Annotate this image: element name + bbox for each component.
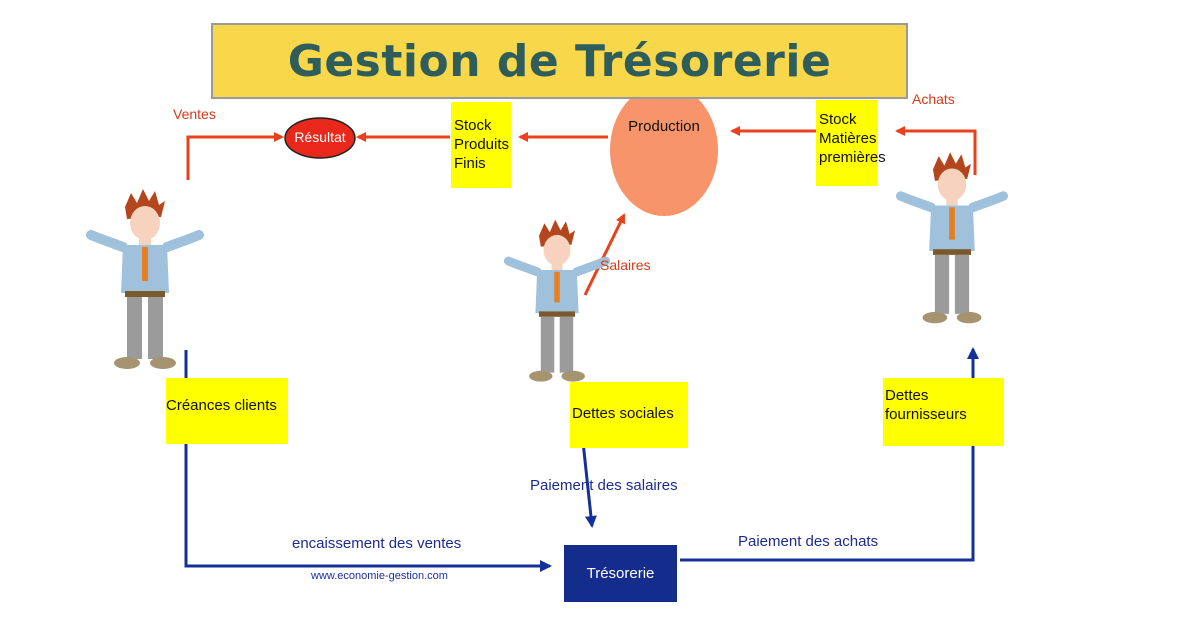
- stock-produits-finis-line-1: Stock: [454, 117, 492, 134]
- resultat-node: [284, 117, 356, 159]
- production-label: Production: [628, 118, 700, 135]
- paiement-salaires-label: Paiement des salaires: [530, 477, 678, 494]
- stock-matieres-box: Stock Matières premières: [816, 100, 886, 186]
- title-banner: Gestion de Trésorerie: [211, 23, 908, 99]
- stock-produits-finis-line-3: Finis: [454, 155, 486, 172]
- stock-matieres-line-1: Stock: [819, 111, 857, 128]
- salaires-label: Salaires: [600, 257, 651, 273]
- ventes-label: Ventes: [173, 106, 216, 122]
- watermark-url: www.economie-gestion.com: [311, 570, 448, 582]
- dettes-fournisseurs-line-1: Dettes: [885, 387, 929, 404]
- stock-matieres-line-2: Matières: [819, 130, 877, 147]
- stock-produits-finis-line-2: Produits: [454, 136, 510, 153]
- ventes-arrow: [186, 132, 284, 180]
- dettes-fournisseurs-box: Dettes fournisseurs: [883, 378, 1004, 446]
- paiement-achats-label: Paiement des achats: [738, 533, 879, 550]
- creances-clients-box: Créances clients: [166, 378, 288, 444]
- creances-clients-label: Créances clients: [166, 397, 277, 414]
- tresorerie-label: Trésorerie: [586, 565, 655, 582]
- resultat-label: Résultat: [294, 129, 346, 145]
- person-employee-icon: [503, 219, 611, 382]
- achats-arrow: [895, 126, 977, 175]
- page-title: Gestion de Trésorerie: [287, 35, 832, 87]
- stock-produits-finis-box: Stock Produits Finis: [451, 102, 511, 188]
- person-client-icon: [86, 189, 204, 369]
- person-supplier-icon: [895, 152, 1009, 324]
- dettes-fournisseurs-line-2: fournisseurs: [885, 406, 967, 423]
- salaires-arrow: [583, 213, 626, 296]
- production-node: [610, 84, 718, 216]
- encaissement-ventes-label: encaissement des ventes: [292, 535, 462, 552]
- stock-matieres-line-3: premières: [819, 149, 886, 166]
- tresorerie-box: Trésorerie: [564, 545, 677, 602]
- achats-label: Achats: [912, 91, 955, 107]
- dettes-sociales-box: Dettes sociales: [570, 382, 688, 448]
- dettes-sociales-label: Dettes sociales: [572, 405, 674, 422]
